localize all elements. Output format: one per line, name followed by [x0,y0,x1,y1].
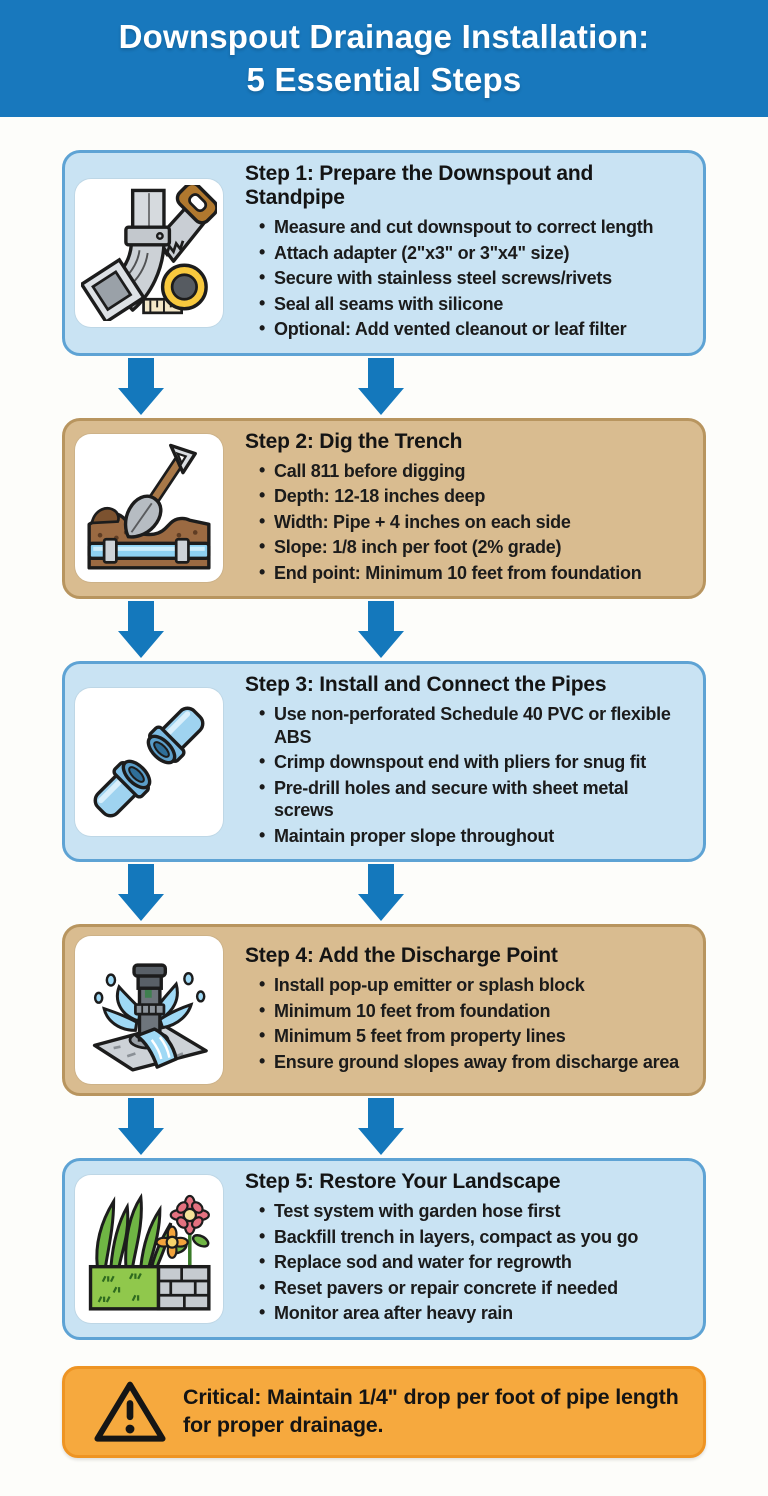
popup-emitter-icon [92,963,208,1072]
bullet-item: Backfill trench in layers, compact as yo… [259,1225,691,1249]
down-arrow-icon [118,864,164,921]
step-content: Step 1: Prepare the Downspout and Standp… [223,162,691,344]
flow-arrow-row [62,862,706,924]
step-title: Step 2: Dig the Trench [245,429,463,453]
down-arrow-icon [118,601,164,658]
step-content: Step 5: Restore Your Landscape Test syst… [223,1170,691,1328]
down-arrow-icon [358,1098,404,1155]
infographic-page: Downspout Drainage Installation: 5 Essent… [0,0,768,1458]
bullet-item: Crimp downspout end with pliers for snug… [259,750,691,774]
step-icon-tile [75,178,223,327]
downspout-saw-tape-icon [81,184,217,321]
step-icon-tile [75,434,223,583]
down-arrow-icon [358,358,404,415]
bullet-item: Optional: Add vented cleanout or leaf fi… [259,317,691,341]
bullet-item: Attach adapter (2"x3" or 3"x4" size) [259,241,691,265]
bullet-item: Reset pavers or repair concrete if neede… [259,1276,691,1300]
bullet-item: Minimum 10 feet from foundation [259,999,691,1023]
step-card: Step 4: Add the Discharge Point Install … [62,924,706,1096]
step-card: Step 5: Restore Your Landscape Test syst… [62,1158,706,1340]
pipe-connection-icon [93,706,205,817]
steps-flow: Step 1: Prepare the Downspout and Standp… [0,117,768,1340]
step-card: Step 3: Install and Connect the Pipes Us… [62,661,706,862]
bullet-item: Use non-perforated Schedule 40 PVC or fl… [259,702,691,748]
bullet-item: Ensure ground slopes away from discharge… [259,1050,691,1074]
bullet-item: Call 811 before digging [259,459,691,483]
bullet-item: Width: Pipe + 4 inches on each side [259,510,691,534]
bullet-item: Slope: 1/8 inch per foot (2% grade) [259,535,691,559]
bullet-item: Replace sod and water for regrowth [259,1250,691,1274]
step-title: Step 3: Install and Connect the Pipes [245,673,607,696]
down-arrow-icon [118,1098,164,1155]
step-bullet-list: Call 811 before diggingDepth: 12-18 inch… [245,459,691,585]
flow-arrow-row [62,599,706,661]
page-title-line2: 5 Essential Steps [246,60,522,98]
step-icon-tile [75,1174,223,1323]
step-bullet-list: Measure and cut downspout to correct len… [245,215,691,341]
step-bullet-list: Use non-perforated Schedule 40 PVC or fl… [245,702,691,848]
step-content: Step 4: Add the Discharge Point Install … [223,944,691,1076]
page-title-line1: Downspout Drainage Installation: [118,17,650,55]
step-content: Step 3: Install and Connect the Pipes Us… [223,673,691,850]
header-banner: Downspout Drainage Installation: 5 Essent… [0,0,768,117]
step-card: Step 2: Dig the Trench Call 811 before d… [62,417,706,599]
step-bullet-list: Install pop-up emitter or splash blockMi… [245,973,691,1074]
bullet-item: Depth: 12-18 inches deep [259,484,691,508]
step-icon-tile [75,687,223,836]
down-arrow-icon [358,864,404,921]
bullet-item: Monitor area after heavy rain [259,1301,691,1325]
step-title: Step 5: Restore Your Landscape [245,1170,561,1193]
bullet-item: Maintain proper slope throughout [259,824,691,848]
bullet-item: Minimum 5 feet from property lines [259,1024,691,1048]
shovel-trench-icon [87,443,211,570]
down-arrow-icon [358,601,404,658]
landscape-restore-icon [88,1192,211,1311]
bullet-item: Seal all seams with silicone [259,292,691,316]
bullet-item: Measure and cut downspout to correct len… [259,215,691,239]
warning-banner: Critical: Maintain 1/4" drop per foot of… [62,1365,706,1458]
step-title: Step 1: Prepare the Downspout and Standp… [245,162,594,209]
down-arrow-icon [118,358,164,415]
step-content: Step 2: Dig the Trench Call 811 before d… [223,430,691,588]
page-title: Downspout Drainage Installation: 5 Essent… [119,16,650,102]
step-card: Step 1: Prepare the Downspout and Standp… [62,150,706,356]
warning-triangle-icon [93,1379,167,1445]
flow-arrow-row [62,356,706,418]
flow-arrow-row [62,1096,706,1158]
bullet-item: Install pop-up emitter or splash block [259,973,691,997]
step-bullet-list: Test system with garden hose firstBackfi… [245,1199,691,1325]
bullet-item: End point: Minimum 10 feet from foundati… [259,561,691,585]
step-title: Step 4: Add the Discharge Point [245,944,558,967]
step-icon-tile [75,936,223,1084]
bullet-item: Secure with stainless steel screws/rivet… [259,266,691,290]
bullet-item: Pre-drill holes and secure with sheet me… [259,776,691,822]
bullet-item: Test system with garden hose first [259,1199,691,1223]
warning-text: Critical: Maintain 1/4" drop per foot of… [183,1384,679,1437]
